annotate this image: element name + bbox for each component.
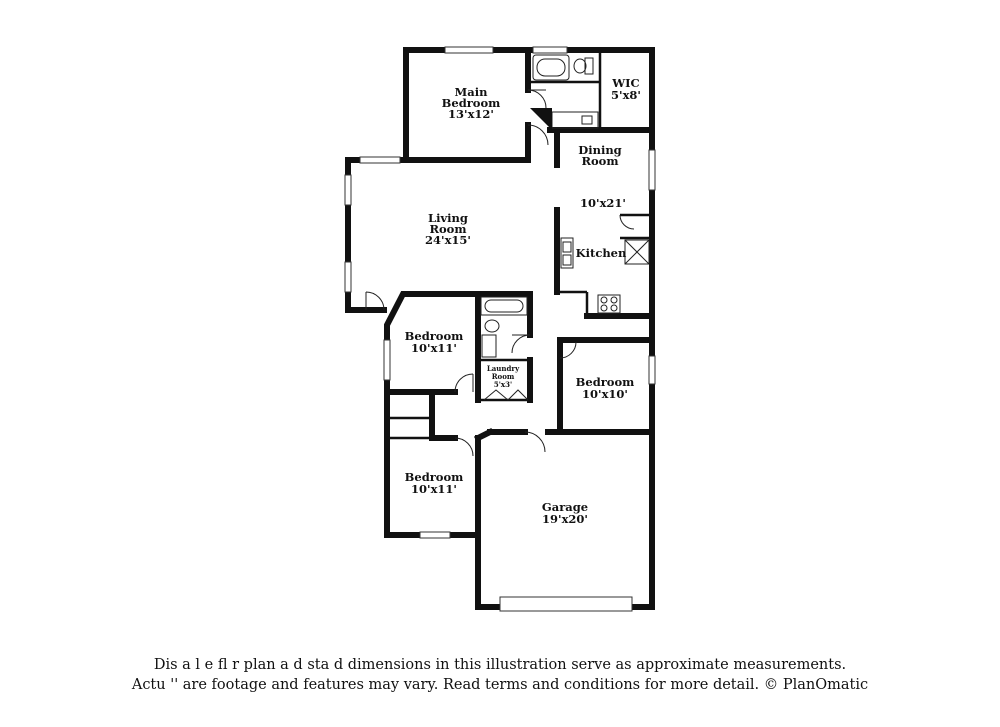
bedroom-4-size: 10'x11' — [411, 482, 457, 496]
garage-size: 19'x20' — [542, 512, 588, 526]
bedroom-3-size: 10'x10' — [582, 387, 628, 401]
main-bedroom-label-1: Main — [455, 85, 489, 99]
living-label-1: Living — [428, 211, 468, 225]
room-dining: Dining Room 10'x21' — [578, 143, 626, 210]
main-bedroom-size: 13'x12' — [448, 107, 494, 121]
living-size: 24'x15' — [425, 233, 471, 247]
door-swings — [365, 89, 635, 457]
floor-plan: Main Bedroom 13'x12' WIC 5'x8' Dining Ro… — [344, 46, 656, 612]
laundry-label-1: Laundry — [487, 364, 520, 373]
room-bedroom-2: Bedroom 10'x11' — [405, 329, 464, 355]
garage-label: Garage — [542, 500, 588, 514]
dining-kitchen-size: 10'x21' — [580, 196, 626, 210]
interior-walls — [384, 47, 655, 538]
dining-label-1: Dining — [578, 143, 621, 157]
laundry-label-2: Room — [492, 372, 515, 381]
room-garage: Garage 19'x20' — [542, 500, 588, 526]
bedroom-2-label: Bedroom — [405, 329, 464, 343]
main-bedroom-label-2: Bedroom — [442, 96, 501, 110]
disclaimer: Dis a l e fl r plan a d sta d dimensions… — [0, 655, 1000, 695]
wic-size: 5'x8' — [611, 88, 641, 102]
wic-label: WIC — [611, 76, 639, 90]
room-laundry: Laundry Room 5'x3' — [487, 364, 520, 389]
exterior-walls — [345, 47, 655, 610]
kitchen-label: Kitchen — [576, 246, 627, 260]
room-bedroom-4: Bedroom 10'x11' — [405, 470, 464, 496]
bedroom-2-size: 10'x11' — [411, 341, 457, 355]
living-label-2: Room — [429, 222, 466, 236]
laundry-size: 5'x3' — [494, 380, 512, 389]
room-wic: WIC 5'x8' — [611, 76, 641, 102]
fixtures — [480, 54, 650, 358]
disclaimer-line-1: Dis a l e fl r plan a d sta d dimensions… — [153, 657, 847, 673]
room-living: Living Room 24'x15' — [425, 211, 471, 247]
dining-label-2: Room — [581, 154, 618, 168]
room-bedroom-3: Bedroom 10'x10' — [576, 375, 635, 401]
room-kitchen: Kitchen — [576, 246, 627, 260]
bedroom-3-label: Bedroom — [576, 375, 635, 389]
windows — [344, 46, 656, 612]
bedroom-4-label: Bedroom — [405, 470, 464, 484]
disclaimer-line-2: Actu '' are footage and features may var… — [131, 677, 869, 693]
room-main-bedroom: Main Bedroom 13'x12' — [442, 85, 501, 121]
